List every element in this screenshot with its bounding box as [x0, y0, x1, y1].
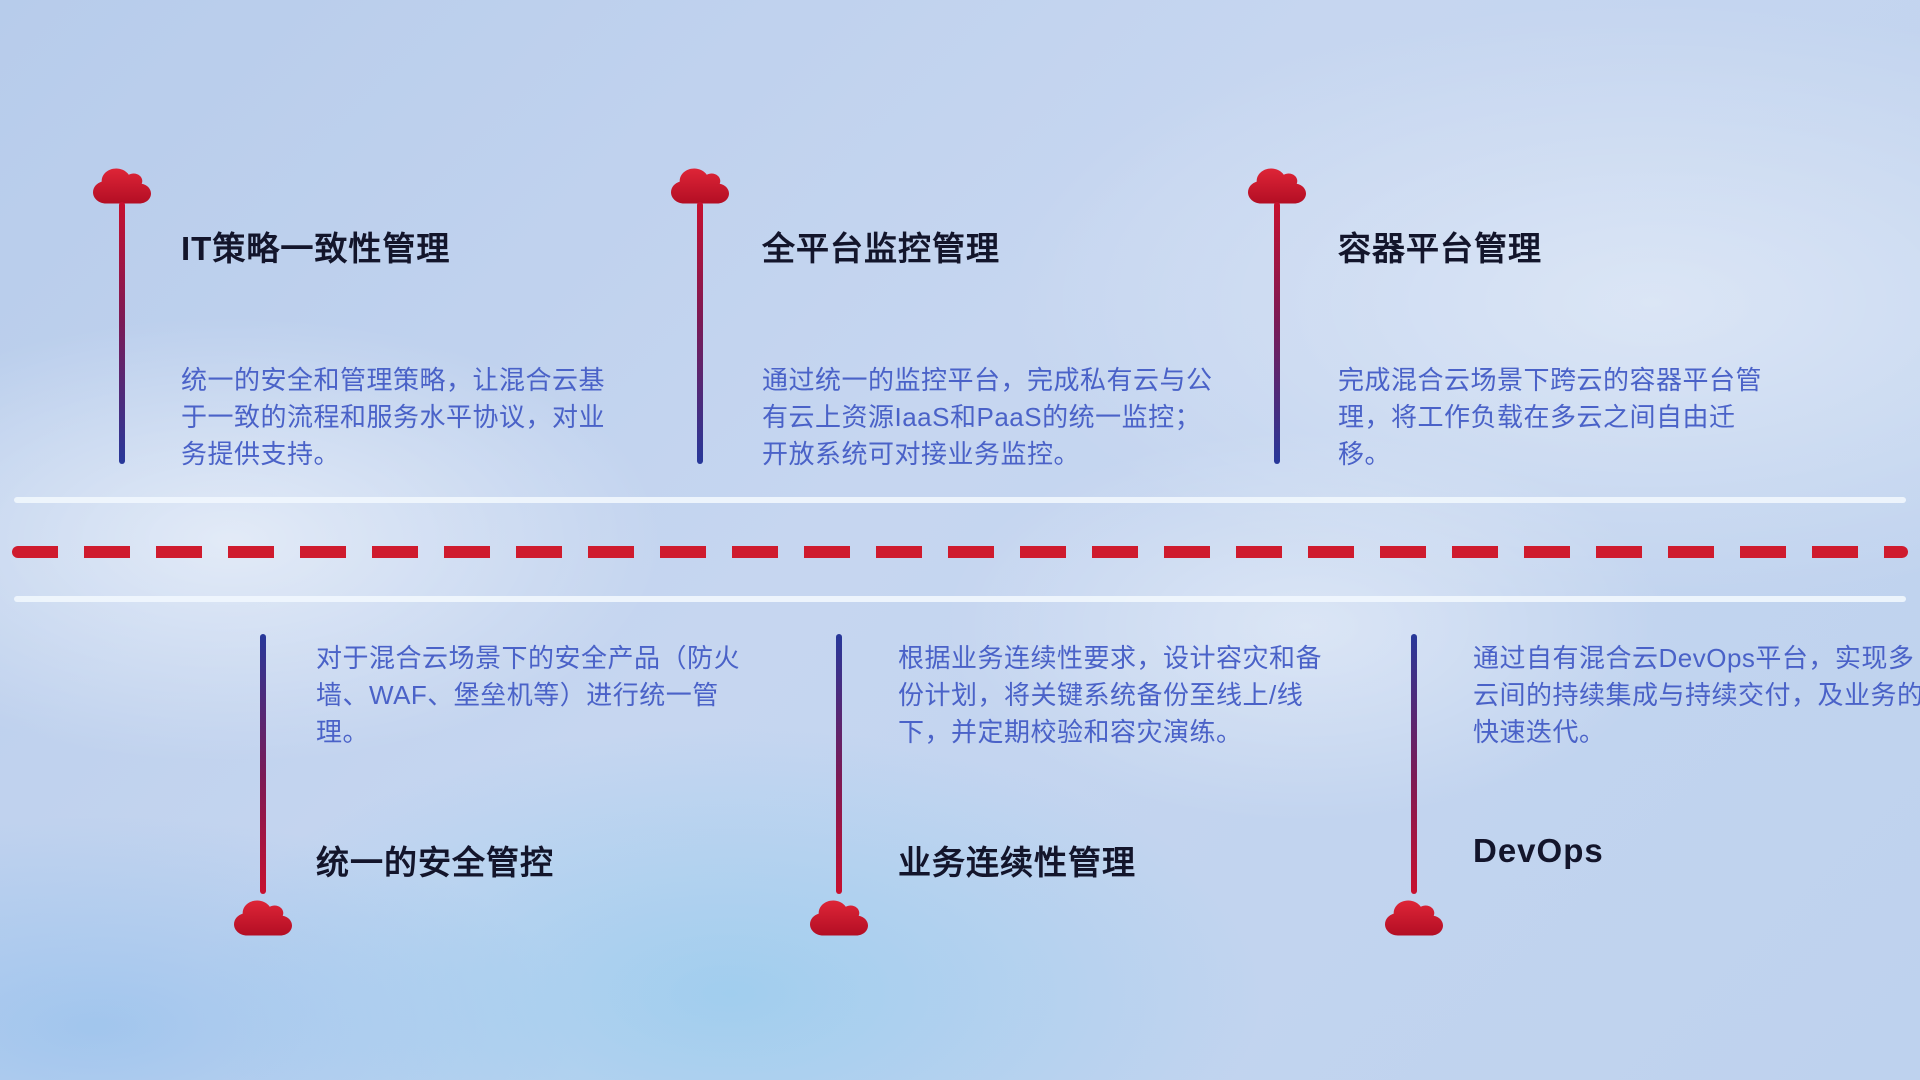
item-description: 对于混合云场景下的安全产品（防火墙、WAF、堡垒机等）进行统一管理。 — [316, 643, 741, 747]
connector-line — [836, 634, 842, 894]
timeline-solid-line-bottom — [14, 596, 1906, 602]
cloud-icon — [234, 898, 292, 938]
item-title: 容器平台管理 — [1338, 230, 1542, 267]
item-title: DevOps — [1473, 832, 1604, 869]
item-description: 通过自有混合云DevOps平台，实现多云间的持续集成与持续交付，及业务的快速迭代… — [1473, 643, 1920, 747]
timeline-dashed-line — [12, 546, 1908, 558]
connector-line — [697, 202, 703, 464]
item-title: 统一的安全管控 — [316, 844, 554, 881]
connector-line — [260, 634, 266, 894]
item-title: 业务连续性管理 — [898, 844, 1136, 881]
cloud-icon — [810, 898, 868, 938]
connector-line — [1274, 202, 1280, 464]
cloud-icon — [93, 166, 151, 206]
cloud-icon — [1248, 166, 1306, 206]
item-description: 统一的安全和管理策略，让混合云基于一致的流程和服务水平协议，对业务提供支持。 — [181, 365, 606, 469]
cloud-icon — [671, 166, 729, 206]
cloud-icon — [1385, 898, 1443, 938]
item-title: 全平台监控管理 — [762, 230, 1000, 267]
item-title: IT策略一致性管理 — [181, 230, 451, 267]
timeline-solid-line-top — [14, 497, 1906, 503]
connector-line — [119, 202, 125, 464]
item-description: 根据业务连续性要求，设计容灾和备份计划，将关键系统备份至线上/线下，并定期校验和… — [898, 643, 1323, 747]
item-description: 通过统一的监控平台，完成私有云与公有云上资源IaaS和PaaS的统一监控；开放系… — [762, 365, 1213, 469]
item-description: 完成混合云场景下跨云的容器平台管理，将工作负载在多云之间自由迁移。 — [1338, 365, 1763, 469]
connector-line — [1411, 634, 1417, 894]
